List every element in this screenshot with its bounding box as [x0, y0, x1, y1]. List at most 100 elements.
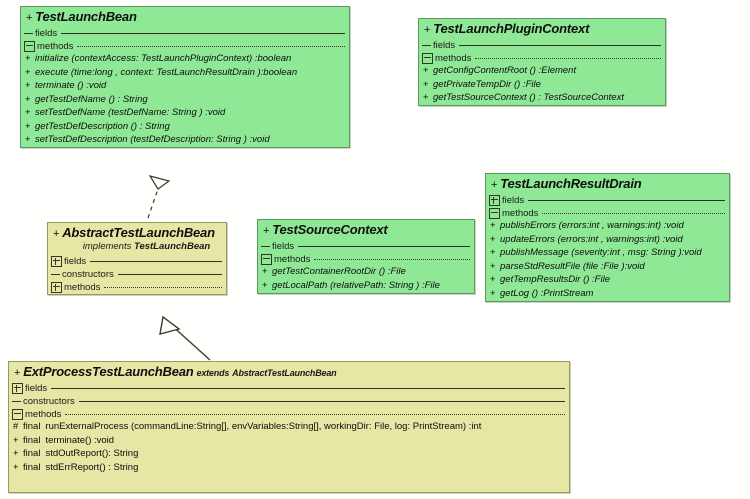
visibility-marker: +	[491, 179, 498, 191]
method-row[interactable]: +parseStdResultFile (file :File ):void	[486, 260, 729, 274]
compartment-rule	[528, 199, 725, 201]
method-row[interactable]: +publishMessage (severity:int , msg: Str…	[486, 247, 729, 261]
method-row[interactable]: +getTestSourceContext () : TestSourceCon…	[419, 92, 665, 106]
visibility-marker: +	[13, 434, 19, 446]
compartment-methods[interactable]: methods	[419, 52, 665, 65]
method-row[interactable]: +publishErrors (errors:int , warnings:in…	[486, 220, 729, 234]
method-row[interactable]: +getTestContainerRootDir () :File	[258, 266, 474, 280]
class-box-test-launch-result-drain[interactable]: +TestLaunchResultDrain fields methods +p…	[485, 173, 730, 302]
class-header: +TestLaunchResultDrain	[486, 174, 729, 194]
method-row[interactable]: +initialize (contextAccess: TestLaunchPl…	[21, 53, 349, 67]
visibility-marker: +	[490, 220, 496, 232]
dash-icon	[12, 397, 21, 406]
compartment-constructors[interactable]: constructors	[9, 395, 569, 408]
compartment-methods[interactable]: methods	[48, 281, 226, 294]
plus-box-icon[interactable]	[51, 281, 62, 293]
compartment-rule	[61, 32, 345, 34]
compartment-label: fields	[272, 240, 295, 252]
dash-icon	[24, 29, 33, 38]
compartment-fields[interactable]: fields	[419, 39, 665, 52]
visibility-marker: +	[14, 367, 21, 379]
method-signature: terminate () :void	[35, 80, 107, 92]
method-signature: getTestDefName () : String	[35, 93, 148, 105]
compartment-rule	[90, 260, 222, 262]
method-row[interactable]: +getConfigContentRoot () :Element	[419, 65, 665, 79]
class-name: TestLaunchResultDrain	[500, 176, 642, 191]
compartment-rule	[78, 400, 565, 402]
compartment-methods[interactable]: methods	[9, 408, 569, 421]
compartment-methods[interactable]: methods	[486, 207, 729, 220]
plus-box-icon[interactable]	[489, 194, 500, 206]
method-signature: getLocalPath (relativePath: String ) :Fi…	[272, 279, 440, 291]
compartment-rule	[298, 245, 470, 247]
compartment-fields[interactable]: fields	[9, 382, 569, 395]
compartment-rule	[117, 273, 222, 275]
compartment-constructors[interactable]: constructors	[48, 268, 226, 281]
class-name: TestLaunchPluginContext	[433, 21, 590, 36]
class-box-test-source-context[interactable]: +TestSourceContext fields methods +getTe…	[257, 219, 475, 294]
method-row[interactable]: +getPrivateTempDir () :File	[419, 78, 665, 92]
compartment-methods[interactable]: methods	[258, 253, 474, 266]
plus-box-icon[interactable]	[12, 382, 23, 394]
method-signature: initialize (contextAccess: TestLaunchPlu…	[35, 53, 292, 65]
minus-box-icon[interactable]	[422, 52, 433, 64]
visibility-marker: +	[423, 92, 429, 104]
method-modifier: final	[23, 421, 41, 433]
compartment-label: fields	[25, 382, 48, 394]
compartment-methods[interactable]: methods	[21, 40, 349, 53]
method-row[interactable]: +terminate () :void	[21, 80, 349, 94]
class-name: AbstractTestLaunchBean	[62, 225, 215, 240]
plus-box-icon[interactable]	[51, 255, 62, 267]
class-box-test-launch-bean[interactable]: +TestLaunchBean fields methods +initiali…	[20, 6, 350, 149]
compartment-fields[interactable]: fields	[486, 194, 729, 207]
visibility-marker: +	[490, 233, 496, 245]
compartment-label: methods	[502, 207, 539, 219]
visibility-marker: +	[53, 228, 60, 240]
method-row[interactable]: +execute (time:long , context: TestLaunc…	[21, 66, 349, 80]
method-row[interactable]: +getTempResultsDir () :File	[486, 274, 729, 288]
compartment-rule	[51, 387, 565, 389]
extends-keyword: extends	[196, 368, 230, 378]
compartment-label: constructors	[23, 395, 75, 407]
method-row[interactable]: + getLocalPath (relativePath: String ) :F…	[258, 279, 474, 293]
minus-box-icon[interactable]	[489, 207, 500, 219]
method-row[interactable]: +setTestDefDescription (testDefDescripti…	[21, 134, 349, 148]
compartment-fields[interactable]: fields	[258, 240, 474, 253]
compartment-rule	[475, 57, 661, 59]
dash-icon	[261, 242, 270, 251]
method-row[interactable]: +getTestDefName () : String	[21, 93, 349, 107]
method-row[interactable]: +setTestDefName (testDefName: String ) :…	[21, 107, 349, 121]
class-title: +TestLaunchBean	[26, 10, 345, 25]
visibility-marker: +	[262, 279, 268, 291]
method-signature: getTestDefDescription () : String	[35, 120, 170, 132]
method-signature: publishMessage (severity:int , msg: Stri…	[500, 247, 702, 259]
method-modifier: final	[23, 448, 41, 460]
compartment-fields[interactable]: fields	[21, 27, 349, 40]
method-row[interactable]: +getLog () :PrintStream	[486, 287, 729, 301]
compartment-rule	[542, 212, 725, 214]
visibility-marker: +	[423, 78, 429, 90]
class-box-abstract-test-launch-bean[interactable]: +AbstractTestLaunchBean implements TestL…	[47, 222, 227, 295]
class-title: +AbstractTestLaunchBean	[53, 226, 222, 241]
minus-box-icon[interactable]	[261, 253, 272, 265]
method-signature: parseStdResultFile (file :File ):void	[500, 260, 645, 272]
method-row[interactable]: +getTestDefDescription () : String	[21, 120, 349, 134]
method-modifier: final	[23, 434, 41, 446]
minus-box-icon[interactable]	[24, 40, 35, 52]
method-signature: execute (time:long , context: TestLaunch…	[35, 66, 298, 78]
compartment-fields[interactable]: fields	[48, 255, 226, 268]
compartment-label: fields	[502, 194, 525, 206]
method-row[interactable]: +updateErrors (errors:int , warnings:int…	[486, 233, 729, 247]
class-box-test-launch-plugin-context[interactable]: +TestLaunchPluginContext fields methods …	[418, 18, 666, 107]
compartment-rule	[77, 45, 345, 47]
minus-box-icon[interactable]	[12, 408, 23, 420]
